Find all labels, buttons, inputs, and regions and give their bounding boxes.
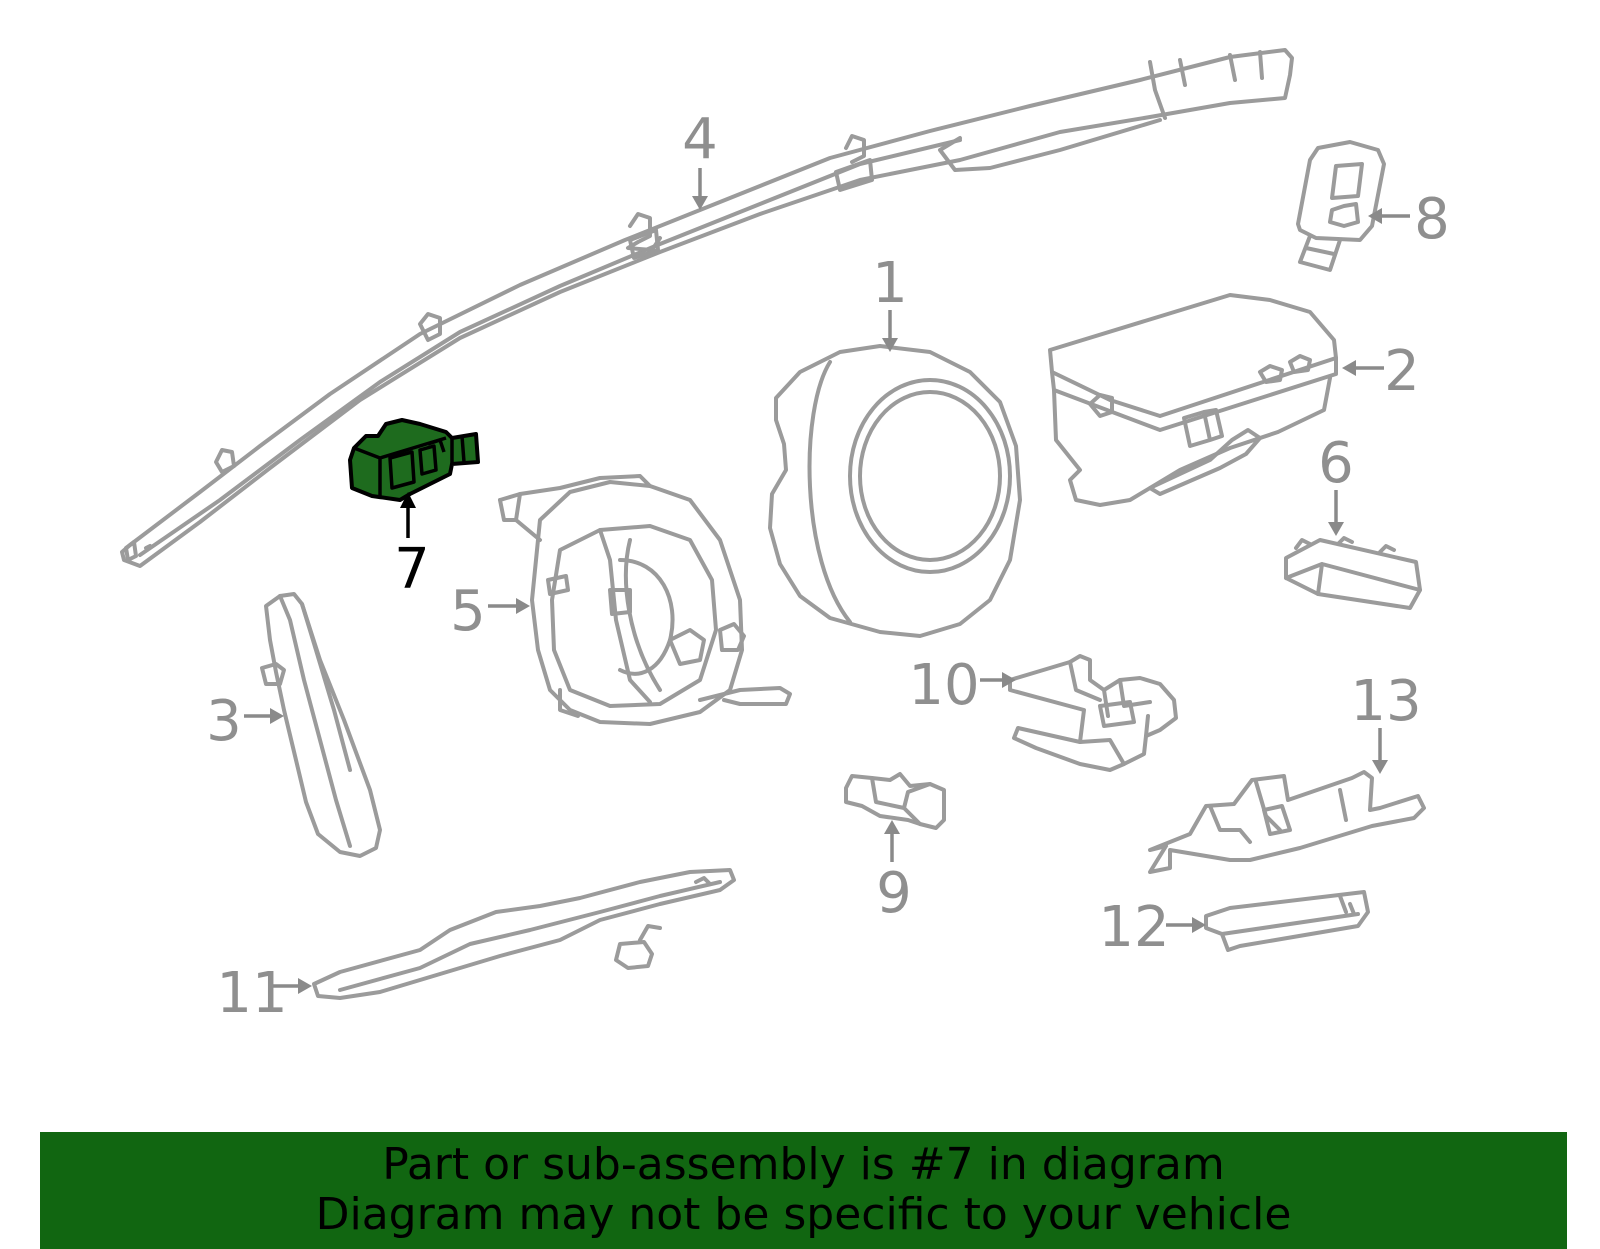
callout-13: 13 (1350, 669, 1421, 734)
part-3-side-airbag (260, 592, 382, 858)
callout-7: 7 (394, 537, 430, 602)
callout-6: 6 (1318, 431, 1354, 496)
callout-10: 10 (908, 653, 979, 718)
part-1-driver-airbag (768, 344, 1022, 638)
part-11-knee-airbag (312, 868, 736, 1000)
callout-5: 5 (450, 579, 486, 644)
info-banner: Part or sub-assembly is #7 in diagram Di… (40, 1132, 1567, 1249)
callout-1: 1 (872, 251, 908, 316)
part-4-curtain-airbag (120, 48, 1294, 568)
leader-lines (244, 168, 1410, 994)
banner-line-disclaimer: Diagram may not be specific to your vehi… (315, 1189, 1292, 1240)
callout-labels: 1 2 3 4 5 6 7 8 9 10 11 12 13 (206, 107, 1450, 1026)
part-12-module (1204, 890, 1370, 952)
callout-9: 9 (876, 861, 912, 926)
callout-2: 2 (1384, 339, 1420, 404)
callout-8: 8 (1414, 187, 1450, 252)
part-8-sensor (1296, 140, 1386, 272)
callout-12: 12 (1098, 895, 1169, 960)
callout-4: 4 (682, 107, 718, 172)
part-2-passenger-airbag (1048, 293, 1338, 507)
part-13-bracket (1148, 770, 1426, 874)
part-6-module (1284, 536, 1422, 610)
callout-3: 3 (206, 689, 242, 754)
banner-line-part-info: Part or sub-assembly is #7 in diagram (382, 1139, 1225, 1190)
part-5-clock-spring (498, 474, 792, 726)
part-10-bracket (1008, 654, 1178, 772)
part-9-clip (844, 772, 946, 830)
callout-11: 11 (216, 961, 287, 1026)
part-7-sensor-highlighted (348, 418, 480, 502)
